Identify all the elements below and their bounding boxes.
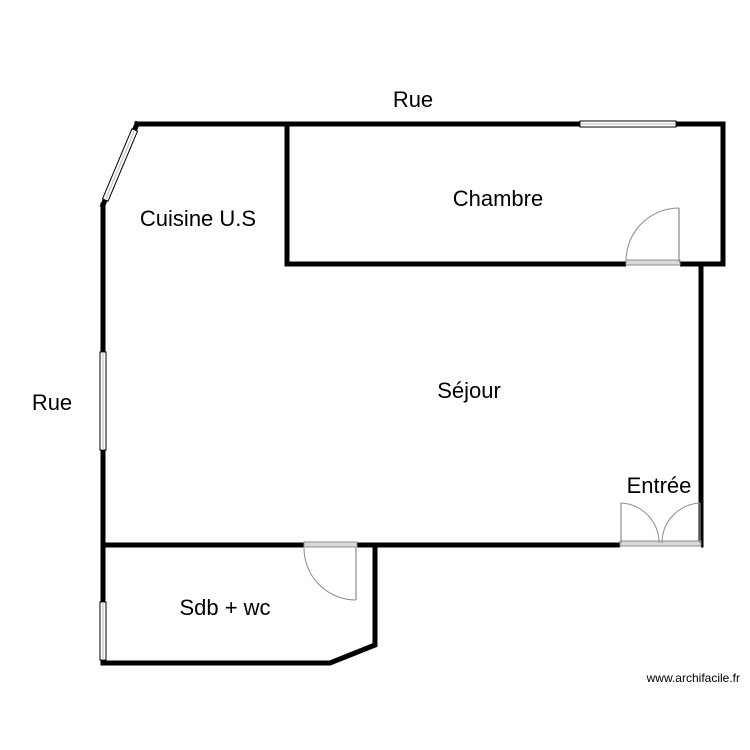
exterior-walls bbox=[99, 120, 726, 666]
room-label-living: Séjour bbox=[437, 378, 501, 403]
doors bbox=[303, 207, 702, 601]
door-bedroom bbox=[625, 207, 681, 269]
window-top bbox=[579, 120, 677, 128]
room-label-entrance: Entrée bbox=[627, 473, 692, 498]
door-bathroom bbox=[303, 541, 358, 601]
street-label-top: Rue bbox=[393, 87, 433, 112]
street-label-left: Rue bbox=[32, 390, 72, 415]
windows bbox=[99, 120, 677, 661]
window-left bbox=[99, 351, 107, 451]
room-label-bedroom: Chambre bbox=[453, 186, 543, 211]
room-label-kitchen: Cuisine U.S bbox=[140, 206, 256, 231]
window-diagonal bbox=[101, 128, 139, 202]
door-entrance bbox=[619, 502, 702, 550]
watermark: www.archifacile.fr bbox=[646, 671, 740, 685]
wall-bottom bbox=[100, 542, 378, 666]
window-bathroom bbox=[99, 601, 107, 661]
room-label-bathroom: Sdb + wc bbox=[179, 595, 270, 620]
